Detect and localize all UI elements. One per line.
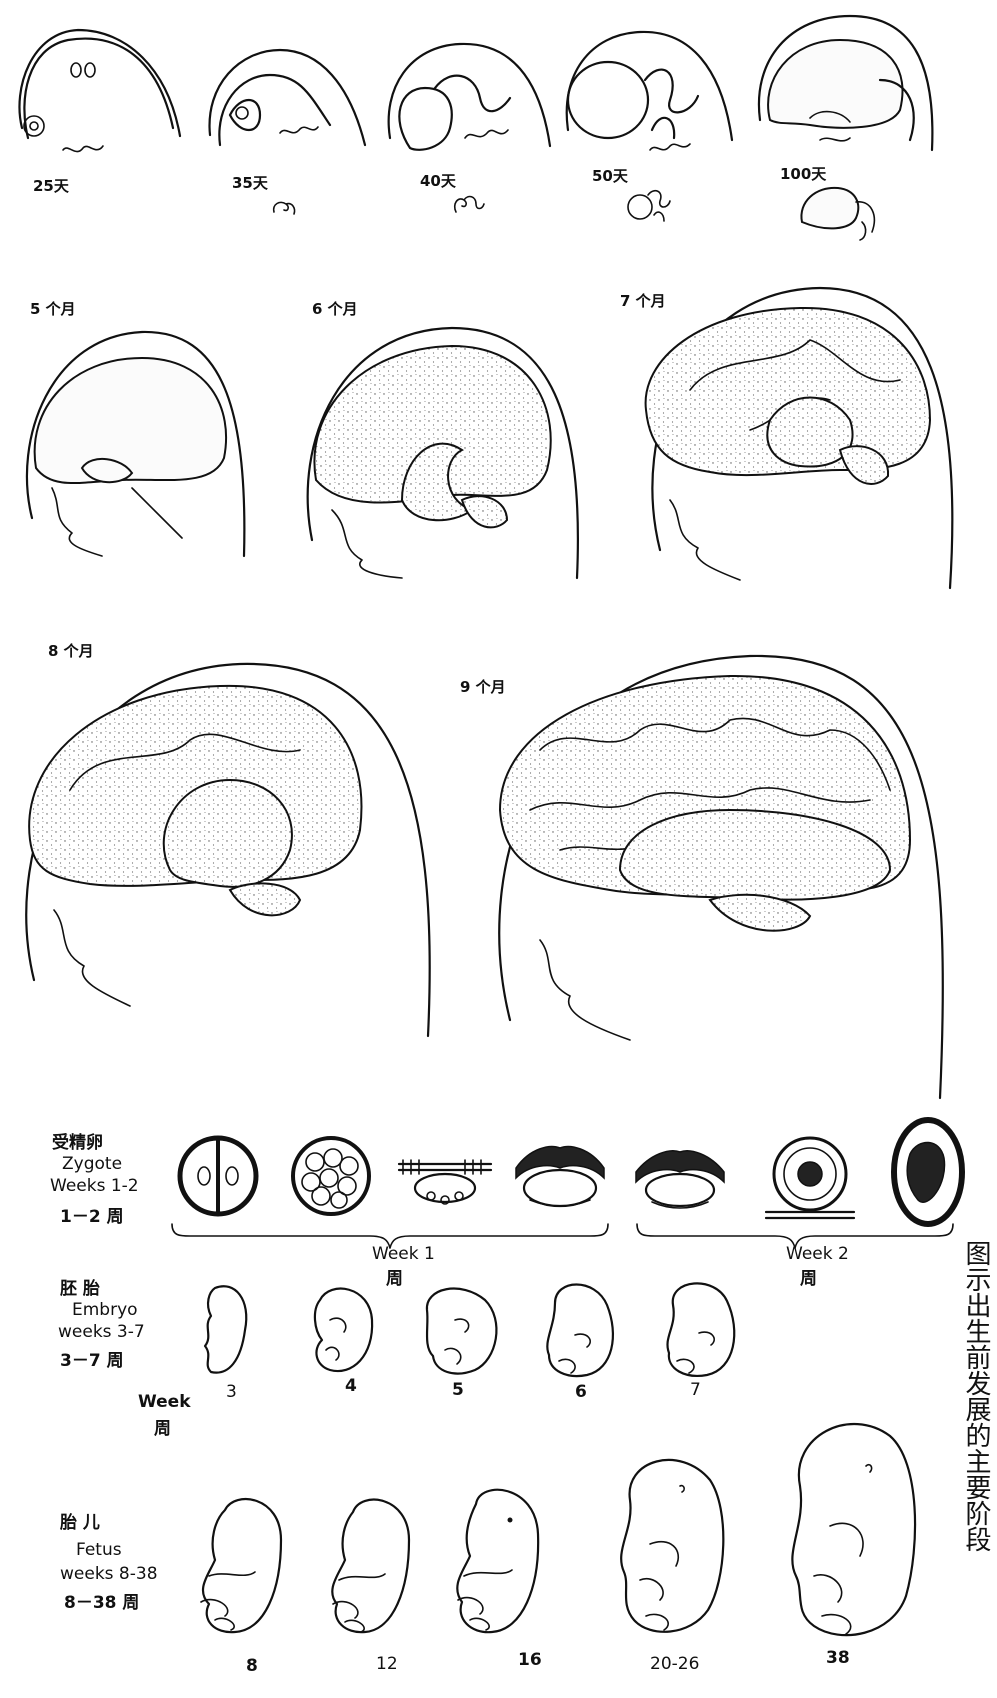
zygote-weeks-zh: 1－2 周 (60, 1202, 124, 1227)
embryo-weeks-zh: 3－7 周 (60, 1346, 124, 1371)
zygote-two-cell (170, 1132, 270, 1222)
fetus-week-8-num: 8 (246, 1656, 258, 1676)
zygote-weeks-en: Weeks 1-2 (50, 1176, 139, 1196)
embryo-week-5 (415, 1280, 505, 1380)
embryo-week-6-num: 6 (575, 1382, 587, 1402)
embryo-week-3 (195, 1280, 255, 1380)
fetal-brain-6-months (292, 310, 592, 580)
fetal-brain-5-months (12, 318, 252, 558)
embryo-label-en: Embryo (72, 1300, 138, 1320)
side-title: 图示出生前发展的主要阶段 (961, 1240, 991, 1552)
fetus-label-zh: 胎 儿 (60, 1508, 100, 1533)
embryo-week-7-num: 7 (690, 1380, 701, 1400)
zygote-morula (285, 1132, 380, 1222)
brain-size-40-days (450, 192, 490, 218)
fetus-week-12 (315, 1490, 425, 1640)
month-label-5: 5 个月 (30, 298, 76, 319)
fetus-week-38 (770, 1406, 940, 1646)
fetus-weeks-en: weeks 8-38 (60, 1564, 158, 1584)
fetal-brain-100-days (750, 10, 940, 170)
day-label-35: 35天 (232, 172, 268, 193)
fetus-week-38-num: 38 (826, 1648, 850, 1668)
zygote-blastocyst-implant (395, 1150, 495, 1210)
fetus-week-16 (440, 1480, 550, 1640)
embryo-weeks-en: weeks 3-7 (58, 1322, 145, 1342)
embryo-brain-25-days (8, 18, 188, 168)
brain-size-35-days (270, 198, 300, 220)
embryo-week-6 (535, 1275, 625, 1385)
newborn-brain-9-months (470, 640, 960, 1100)
fetus-week-20-26 (600, 1440, 740, 1640)
day-label-50: 50天 (592, 165, 628, 186)
fetus-label-en: Fetus (76, 1540, 122, 1560)
zygote-chorion (888, 1114, 968, 1230)
fetus-week-12-num: 12 (376, 1654, 398, 1674)
week-1-label-en: Week 1 (372, 1244, 435, 1264)
embryo-week-7 (655, 1275, 745, 1385)
fetus-weeks-zh: 8－38 周 (64, 1588, 139, 1613)
embryo-label-zh: 胚 胎 (60, 1274, 100, 1299)
day-label-100: 100天 (780, 163, 826, 184)
fetus-week-20-26-num: 20-26 (650, 1654, 699, 1674)
day-label-25: 25天 (33, 175, 69, 196)
zygote-label-en: Zygote (62, 1154, 122, 1174)
fetus-week-16-num: 16 (518, 1650, 542, 1670)
week-2-label-en: Week 2 (786, 1244, 849, 1264)
embryo-week-4-num: 4 (345, 1376, 357, 1396)
embryo-week-3-num: 3 (226, 1382, 237, 1402)
fetal-brain-7-months (630, 280, 960, 590)
week-2-label-zh: 周 (800, 1264, 817, 1289)
embryo-week-4 (300, 1280, 380, 1380)
zygote-label-zh: 受精卵 (52, 1128, 103, 1153)
zygote-embedding-2 (630, 1138, 730, 1214)
zygote-embedded-sac (760, 1126, 860, 1226)
embryo-week-label-zh: 周 (154, 1414, 171, 1439)
zygote-embedding-1 (510, 1138, 610, 1214)
embryo-brain-35-days (200, 35, 375, 175)
day-label-40: 40天 (420, 170, 456, 191)
fetal-brain-8-months (0, 640, 460, 1040)
week-1-label-zh: 周 (386, 1264, 403, 1289)
embryo-brain-40-days (380, 28, 560, 176)
brain-size-50-days (624, 185, 676, 227)
embryo-brain-50-days (560, 20, 740, 170)
fetus-week-8 (185, 1490, 295, 1640)
embryo-week-label-en: Week (138, 1392, 191, 1412)
brain-size-100-days (796, 182, 886, 244)
embryo-week-5-num: 5 (452, 1380, 464, 1400)
